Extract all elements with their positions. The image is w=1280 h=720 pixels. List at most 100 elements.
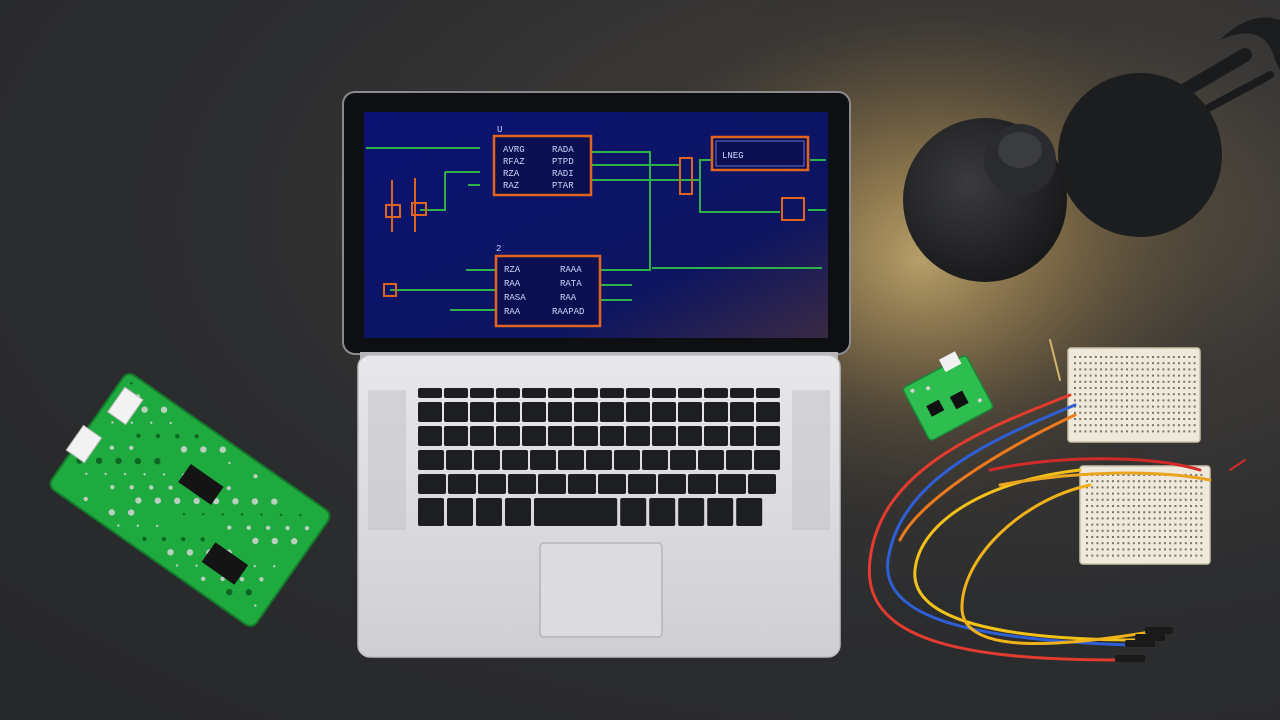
chip-pin-label: AVRG	[503, 145, 525, 155]
keyboard-key	[670, 450, 696, 470]
speaker-grille-left	[368, 390, 406, 530]
keyboard-key	[678, 426, 702, 446]
trackpad	[539, 542, 663, 638]
keyboard-key	[652, 426, 676, 446]
chip-pin-label: PTPD	[552, 157, 574, 167]
keyboard-key	[447, 498, 473, 526]
keyboard-key	[508, 474, 536, 494]
breadboard-top	[1067, 347, 1201, 443]
schematic-chip-u1: U AVRG RFAZ RZA RAZ RADA PTPD RADI PTAR	[492, 125, 593, 197]
keyboard-key	[568, 474, 596, 494]
chip-pin-label: RAAPAD	[552, 307, 584, 317]
keyboard-key	[478, 474, 506, 494]
keyboard-key	[698, 450, 724, 470]
keyboard-key	[538, 474, 566, 494]
keyboard-key	[446, 450, 472, 470]
keyboard-key	[730, 426, 754, 446]
keyboard-key	[649, 498, 676, 526]
keyboard-key	[470, 426, 494, 446]
chip-ref-u1: U	[497, 125, 502, 135]
keyboard-key	[754, 450, 780, 470]
keyboard-key	[626, 426, 650, 446]
lamp-base	[1058, 73, 1222, 237]
keyboard-key	[678, 498, 705, 526]
keyboard-key	[418, 388, 442, 398]
keyboard-key	[470, 388, 494, 398]
keyboard-key	[718, 474, 746, 494]
keyboard-key	[505, 498, 531, 526]
breadboard-bottom	[1079, 465, 1211, 565]
keyboard	[418, 388, 780, 526]
keyboard-key	[534, 498, 618, 526]
keyboard-key	[678, 388, 702, 398]
keyboard-key	[730, 388, 754, 398]
keyboard-key	[707, 498, 734, 526]
keyboard-key	[574, 402, 598, 422]
keyboard-key	[474, 450, 500, 470]
keyboard-key	[756, 402, 780, 422]
chip-pin-label: RADA	[552, 145, 574, 155]
keyboard-key	[756, 426, 780, 446]
keyboard-key	[614, 450, 640, 470]
keyboard-key	[726, 450, 752, 470]
keyboard-key	[444, 402, 468, 422]
keyboard-key	[418, 426, 442, 446]
laptop: U AVRG RFAZ RZA RAZ RADA PTPD RADI PTAR …	[342, 91, 851, 658]
desk-lamp	[903, 17, 1280, 282]
keyboard-key	[756, 388, 780, 398]
keyboard-key	[502, 450, 528, 470]
keyboard-key	[736, 498, 763, 526]
keyboard-key	[448, 474, 476, 494]
chip-pin-label: RAA	[504, 279, 521, 289]
keyboard-key	[658, 474, 686, 494]
keyboard-key	[496, 402, 520, 422]
keyboard-key	[496, 426, 520, 446]
keyboard-key	[444, 388, 468, 398]
keyboard-key	[470, 402, 494, 422]
keyboard-key	[418, 498, 444, 526]
schematic-chip-u2: 2 RZA RAA RASA RAA RAAA RATA RAA RAAPAD	[494, 244, 602, 328]
keyboard-key	[418, 474, 446, 494]
chip-pin-label: PTAR	[552, 181, 574, 191]
jumper-wires	[867, 339, 1246, 662]
keyboard-key	[522, 402, 546, 422]
schematic-diagram	[366, 147, 826, 311]
keyboard-key	[522, 426, 546, 446]
keyboard-key	[704, 402, 728, 422]
keyboard-key	[678, 402, 702, 422]
chip-pin-label: RADI	[552, 169, 574, 179]
schematic-chip-u3: LNEG	[710, 135, 810, 172]
keyboard-key	[558, 450, 584, 470]
pcb-small	[902, 351, 994, 441]
keyboard-key	[586, 450, 612, 470]
keyboard-key	[530, 450, 556, 470]
schematic-components	[383, 157, 805, 297]
chip-pin-label: RAA	[504, 307, 521, 317]
keyboard-key	[626, 402, 650, 422]
keyboard-key	[522, 388, 546, 398]
keyboard-key	[574, 426, 598, 446]
keyboard-key	[548, 402, 572, 422]
keyboard-key	[652, 388, 676, 398]
speaker-grille-right	[792, 390, 830, 530]
keyboard-key	[598, 474, 626, 494]
keyboard-key	[730, 402, 754, 422]
chip-pin-label: RASA	[504, 293, 526, 303]
keyboard-key	[418, 402, 442, 422]
keyboard-key	[548, 388, 572, 398]
keyboard-key	[704, 388, 728, 398]
chip-pin-label: RAA	[560, 293, 577, 303]
keyboard-key	[748, 474, 776, 494]
keyboard-key	[496, 388, 520, 398]
keyboard-key	[574, 388, 598, 398]
keyboard-key	[600, 388, 624, 398]
keyboard-key	[548, 426, 572, 446]
chip-pin-label: RZA	[503, 169, 520, 179]
chip-pin-label: RATA	[560, 279, 582, 289]
keyboard-key	[444, 426, 468, 446]
keyboard-key	[642, 450, 668, 470]
chip-pin-label: LNEG	[722, 151, 744, 161]
keyboard-key	[628, 474, 656, 494]
chip-pin-label: RAZ	[503, 181, 520, 191]
